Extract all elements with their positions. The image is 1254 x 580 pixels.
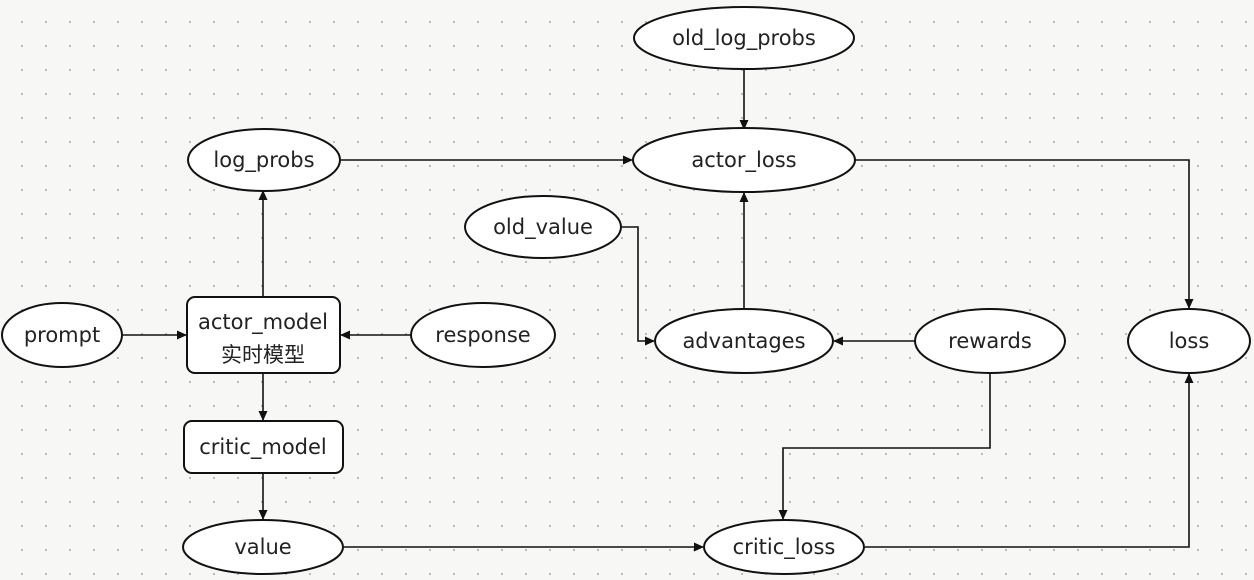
node-actor-loss: actor_loss bbox=[632, 127, 856, 193]
node-sublabel: 实时模型 bbox=[221, 343, 305, 367]
edge-actor-loss-to-loss bbox=[855, 159, 1194, 309]
node-label: critic_loss bbox=[733, 535, 836, 560]
node-prompt: prompt bbox=[1, 302, 123, 368]
node-log-probs: log_probs bbox=[187, 128, 341, 192]
node-critic-loss: critic_loss bbox=[703, 519, 865, 575]
node-advantages: advantages bbox=[654, 308, 834, 374]
node-label: response bbox=[435, 323, 530, 347]
node-label: prompt bbox=[24, 323, 100, 347]
node-label: value bbox=[234, 535, 291, 559]
node-critic-model: critic_model bbox=[183, 420, 344, 474]
node-label: log_probs bbox=[213, 148, 314, 173]
node-loss: loss bbox=[1127, 308, 1251, 374]
node-label: old_log_probs bbox=[672, 26, 816, 51]
edge-old-value-to-advantages bbox=[621, 226, 655, 346]
node-old-value: old_value bbox=[464, 195, 622, 259]
node-response: response bbox=[410, 302, 556, 368]
node-label: critic_model bbox=[199, 435, 327, 460]
node-old-log-probs: old_log_probs bbox=[633, 6, 855, 70]
node-label: old_value bbox=[493, 215, 593, 240]
node-label: actor_model bbox=[198, 310, 328, 335]
edge-critic-loss-to-loss bbox=[865, 373, 1194, 548]
node-rewards: rewards bbox=[914, 308, 1066, 374]
node-actor-model: actor_model 实时模型 bbox=[186, 296, 341, 374]
node-label: loss bbox=[1169, 329, 1210, 353]
node-label: rewards bbox=[948, 329, 1032, 353]
node-label: actor_loss bbox=[691, 148, 796, 173]
node-value: value bbox=[182, 519, 344, 575]
edge-rewards-to-critic-loss bbox=[778, 373, 991, 520]
node-label: advantages bbox=[682, 329, 805, 353]
